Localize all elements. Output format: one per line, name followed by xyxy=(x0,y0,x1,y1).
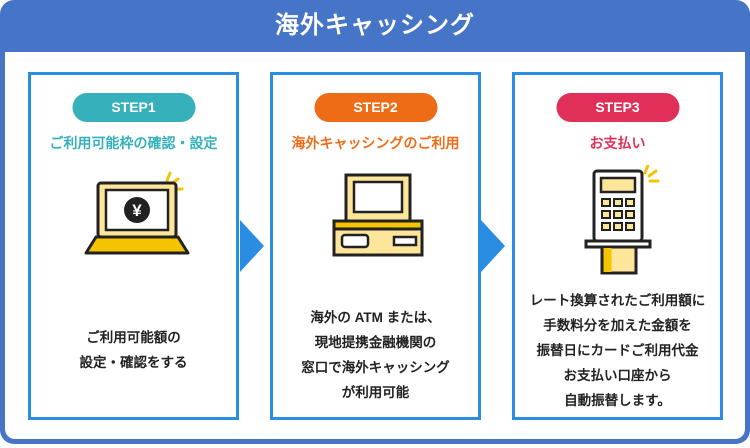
arrow-right-icon xyxy=(481,220,505,272)
step-badge: STEP2 xyxy=(314,93,437,122)
svg-text:¥: ¥ xyxy=(132,201,142,220)
step-subtitle: 海外キャッシングのご利用 xyxy=(291,135,460,151)
step-description: ご利用可能額の 設定・確認をする xyxy=(79,330,188,370)
page-title: 海外キャッシング xyxy=(275,12,475,39)
step-description: 海外の ATM または、 現地提携金融機関の 窓口で海外キャッシング が利用可能 xyxy=(301,310,450,400)
atm-icon xyxy=(332,173,423,257)
step-card-2: STEP2 海外キャッシングのご利用 海外の ATM または、 現地提携金融機関… xyxy=(270,72,481,420)
step-card-3: STEP3 お支払い レート換算されたご利用額に 手数料分を加えた金額を 振替日… xyxy=(512,72,723,420)
step-badge: STEP1 xyxy=(72,93,195,122)
step-badge: STEP3 xyxy=(556,93,679,122)
step-subtitle: お支払い xyxy=(589,135,646,151)
step-card-1: STEP1 ご利用可能枠の確認・設定 ¥ ご利用可能額の 設定・確認をする xyxy=(28,72,239,420)
laptop-yen-icon: ¥ xyxy=(84,171,189,255)
step-description: レート換算されたご利用額に 手数料分を加えた金額を 振替日にカードご利用代金 お… xyxy=(529,293,706,408)
arrow-right-icon xyxy=(240,220,264,272)
step-subtitle: ご利用可能枠の確認・設定 xyxy=(49,135,218,151)
card-terminal-icon xyxy=(584,165,659,275)
